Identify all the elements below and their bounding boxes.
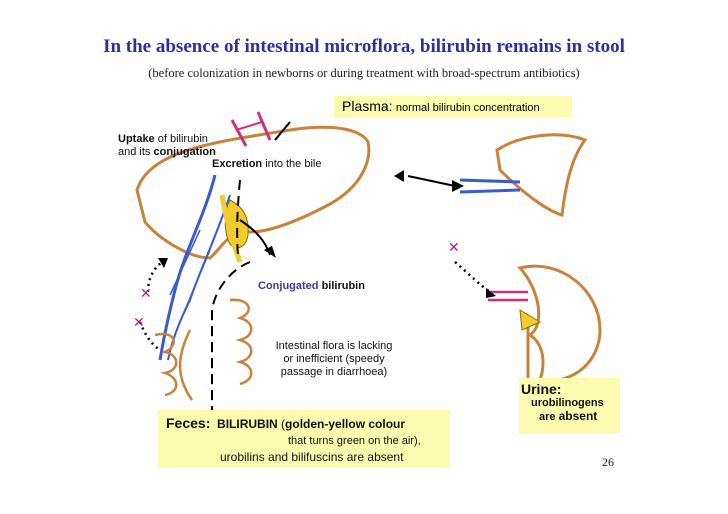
plasma-label: Plasma:	[342, 98, 393, 114]
uptake-label: Uptake of bilirubin	[118, 133, 208, 145]
uptake-rest: of bilirubin	[157, 133, 208, 145]
feces-paren: (	[281, 417, 286, 431]
urine-line-2: are absent	[521, 409, 620, 423]
plasma-to-heart-arrow	[407, 175, 456, 187]
pink-vessel	[230, 111, 272, 147]
renal-pelvis-yellow	[519, 309, 542, 331]
portal-vein-branch-2	[169, 229, 211, 311]
bile-flow-dashed	[236, 179, 241, 256]
liver-outline	[135, 125, 371, 260]
page-number: 26	[602, 455, 614, 469]
urine-absent: absent	[558, 409, 598, 423]
excretion-arrowhead	[264, 246, 276, 258]
bile-duct	[219, 194, 243, 263]
uptake-word: Uptake	[118, 133, 155, 145]
dotted-arrow-left-2	[138, 321, 161, 352]
feces-label: Feces:	[166, 415, 211, 431]
flora-line-1: Intestinal flora is lacking	[275, 340, 393, 352]
flora-line-3: passage in diarrhoea)	[280, 366, 388, 378]
renal-vessels-pink	[488, 290, 528, 302]
vena-blue	[459, 178, 521, 194]
conjugation-label: and its conjugation	[118, 146, 216, 158]
feces-main: BILIRUBIN	[217, 417, 278, 431]
conjugated-flow-dashed	[211, 261, 251, 440]
urine-are: are	[539, 411, 556, 423]
flora-note: Intestinal flora is lacking or inefficie…	[256, 340, 412, 379]
plasma-arrowhead-right	[452, 180, 464, 192]
urine-line-1: urobilinogens	[531, 397, 604, 409]
heart-outline	[495, 133, 588, 217]
conjugated-bilirubin-label: Conjugated bilirubin	[258, 280, 365, 292]
feces-line-1: Feces: BILIRUBIN (golden-yellow colour	[166, 416, 405, 431]
excretion-word: Excretion	[212, 158, 263, 170]
plasma-arrowhead-left	[394, 170, 404, 182]
dotted-arrow-left-1	[146, 261, 163, 293]
plasma-text: normal bilirubin concentration	[395, 102, 540, 114]
feces-line-3: urobilins and bilifuscins are absent	[220, 450, 404, 464]
urine-label: Urine:	[521, 381, 562, 397]
conjugation-word: conjugation	[153, 146, 216, 158]
dotted-arrowhead-left-1	[158, 258, 168, 268]
urine-callout: Urine: urobilinogens are absent	[519, 378, 620, 434]
conjugated-word: Conjugated	[258, 280, 319, 292]
slide-title: In the absence of intestinal microflora,…	[103, 36, 625, 57]
x-mark-kidney: ✕	[448, 240, 460, 256]
feces-bold-desc: golden-yellow colour	[285, 417, 406, 431]
plasma-arrow	[274, 121, 291, 141]
conjugation-prefix: and its	[118, 146, 151, 158]
plasma-callout: Plasma: normal bilirubin concentration	[334, 96, 572, 117]
flora-line-2: or inefficient (speedy	[283, 353, 385, 365]
x-mark-left-1: ✕	[140, 286, 152, 302]
intestine-coils	[154, 298, 253, 401]
feces-callout: Feces: BILIRUBIN (golden-yellow colour t…	[158, 410, 450, 468]
slide-subtitle: (before colonization in newborns or duri…	[148, 66, 580, 80]
excretion-rest: into the bile	[265, 158, 322, 170]
portal-vein	[158, 174, 217, 361]
x-mark-left-2: ✕	[133, 315, 145, 331]
feces-line-2: that turns green on the air),	[288, 435, 421, 447]
dotted-arrow-kidney	[454, 261, 491, 294]
conjugated-rest: bilirubin	[321, 280, 365, 292]
dotted-arrowhead-kidney	[486, 288, 496, 298]
pink-vessel-inner	[235, 121, 263, 131]
excretion-label: Excretion into the bile	[212, 158, 321, 170]
